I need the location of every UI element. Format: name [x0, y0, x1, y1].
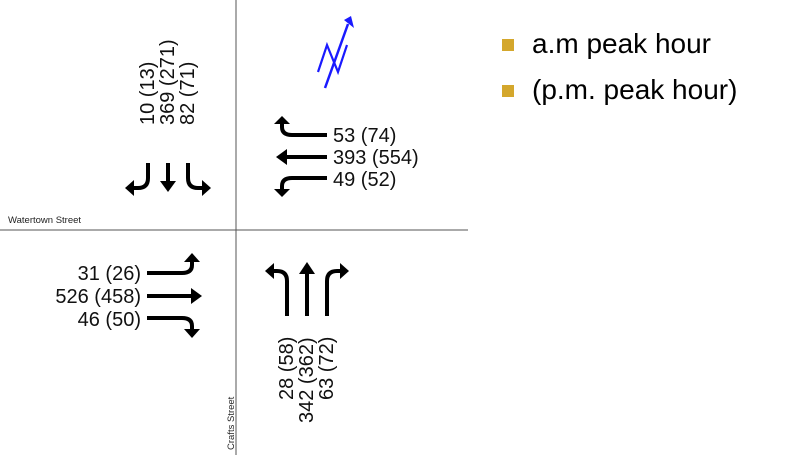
- legend-bullet-icon: [502, 39, 514, 51]
- legend: a.m peak hour (p.m. peak hour): [500, 24, 737, 116]
- legend-item-pm: (p.m. peak hour): [500, 70, 737, 116]
- legend-bullet-icon: [502, 85, 514, 97]
- westbound-volume-left: 49 (52): [333, 169, 396, 191]
- legend-label-pm: (p.m. peak hour): [532, 74, 738, 105]
- eastbound-volume-through: 526 (458): [55, 286, 141, 308]
- westbound-volume-right: 53 (74): [333, 125, 396, 147]
- legend-label-am: a.m peak hour: [532, 28, 711, 59]
- north-south-street-label: Crafts Street: [226, 396, 237, 450]
- north-arrow-icon: [316, 16, 354, 89]
- westbound-volume-through: 393 (554): [333, 147, 419, 169]
- northbound-volume-right: 63 (72): [316, 337, 338, 400]
- westbound-arrows: [274, 116, 327, 197]
- southbound-arrows: [125, 163, 211, 196]
- southbound-volume-through: 369 (271): [157, 39, 179, 125]
- east-west-street-label: Watertown Street: [8, 215, 81, 226]
- eastbound-volume-left: 31 (26): [78, 263, 141, 285]
- eastbound-volume-right: 46 (50): [78, 309, 141, 331]
- southbound-volume-right: 82 (71): [177, 62, 199, 125]
- legend-item-am: a.m peak hour: [500, 24, 737, 70]
- northbound-volume-through: 342 (362): [296, 337, 318, 423]
- northbound-arrows: [265, 262, 349, 316]
- northbound-volume-left: 28 (58): [276, 337, 298, 400]
- southbound-volume-left: 10 (13): [137, 62, 159, 125]
- eastbound-arrows: [147, 253, 202, 338]
